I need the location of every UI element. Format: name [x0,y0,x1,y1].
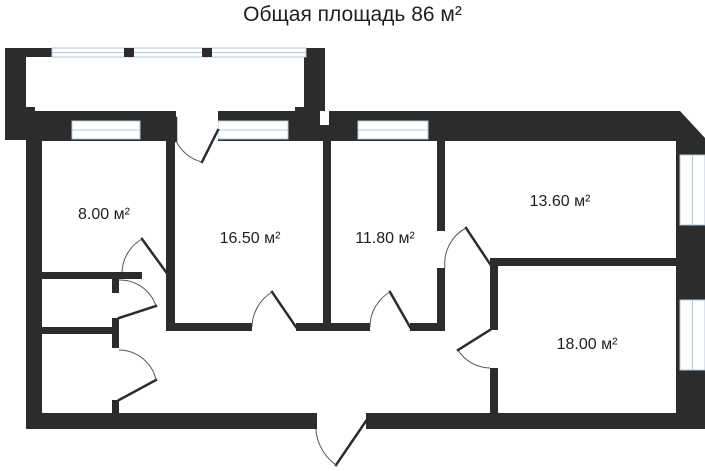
room-area-label: 8.00 м² [78,206,131,223]
room-area-label: 13.60 м² [530,193,591,210]
windows-right [679,154,705,371]
room-labels: 8.00 м² 16.50 м² 11.80 м² 13.60 м² 18.00… [78,193,618,353]
room-area-label: 18.00 м² [557,336,618,353]
windows-top [71,111,429,141]
room-area-label: 11.80 м² [355,230,415,247]
plan-title: Общая площадь 86 м² [243,3,462,26]
interior-walls [42,141,680,418]
doors [117,116,492,467]
exterior-walls [26,111,705,429]
room-area-label: 16.50 м² [220,230,281,247]
